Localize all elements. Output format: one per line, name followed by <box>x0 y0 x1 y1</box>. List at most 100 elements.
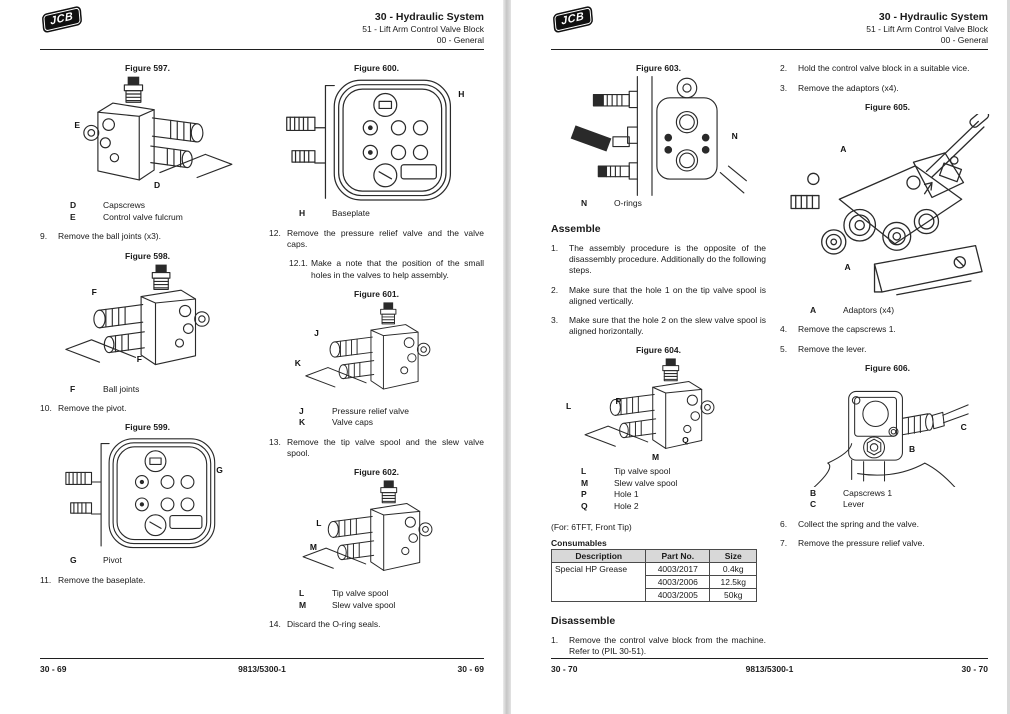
disassemble-step-5: 5. Remove the lever. <box>780 344 995 355</box>
key-description: Hole 2 <box>614 500 639 511</box>
footer-rule <box>551 658 988 659</box>
step-number: 12.1. <box>289 258 308 269</box>
section-heading-disassemble: Disassemble <box>551 615 616 628</box>
key-description: Adaptors (x4) <box>843 304 895 315</box>
table-cell-part: 4003/2005 <box>645 588 711 603</box>
figure-label: L <box>316 517 322 528</box>
step-text: Remove the pressure relief valve and the… <box>287 227 484 250</box>
header-rule <box>40 49 484 51</box>
key-letter: E <box>70 211 76 222</box>
figure-label: C <box>960 421 967 432</box>
step-text: Make sure that the hole 1 on the tip val… <box>569 284 766 306</box>
section-heading-assemble: Assemble <box>551 222 601 235</box>
figure-caption: Figure 604. <box>636 345 681 356</box>
figure-606-illustration: B C <box>780 375 995 487</box>
table-cell-size: 0.4kg <box>709 562 758 577</box>
step-text: Collect the spring and the valve. <box>798 518 919 529</box>
step-12-1: 12.1. Make a note that the position of t… <box>289 258 484 280</box>
step-number: 6. <box>780 518 788 529</box>
disassemble-step-3: 3. Remove the adaptors (x4). <box>780 83 995 94</box>
column-right: 2. Hold the control valve block in a sui… <box>780 59 995 665</box>
table-header-part-no: Part No. <box>645 549 711 564</box>
figure-600-illustration: H <box>269 75 484 207</box>
step-number: 2. <box>551 284 559 295</box>
key-letter: P <box>581 489 587 500</box>
key-letter: L <box>581 466 587 477</box>
page-header: JCB 30 - Hydraulic System 51 - Lift Arm … <box>40 0 484 51</box>
figure-label: M <box>309 541 317 552</box>
page-title: 30 - Hydraulic System <box>878 11 988 23</box>
step-number: 1. <box>551 635 559 646</box>
manual-page-left: JCB 30 - Hydraulic System 51 - Lift Arm … <box>0 0 503 714</box>
figure-caption: Figure 597. <box>125 63 170 74</box>
key-description: Hole 1 <box>614 489 639 500</box>
key-letter: H <box>299 208 306 219</box>
consumables-title: Consumables <box>551 538 607 549</box>
step-12: 12. Remove the pressure relief valve and… <box>269 228 484 250</box>
valve-drawing-icon <box>269 301 484 405</box>
key-letter: G <box>70 555 77 566</box>
footer-rule <box>40 658 484 659</box>
step-number: 3. <box>551 314 559 325</box>
figure-599-illustration: G <box>40 434 255 554</box>
key-description: Pressure relief valve <box>332 405 410 416</box>
step-number: 13. <box>269 436 281 447</box>
key-description: Slew valve spool <box>614 477 678 488</box>
step-text: Discard the O-ring seals. <box>287 619 381 630</box>
table-row: Special HP Grease 4003/2017 0.4kg <box>550 562 758 603</box>
step-9: 9. Remove the ball joints (x3). <box>40 231 255 242</box>
step-text: Remove the baseplate. <box>58 574 146 585</box>
key-letter: J <box>299 405 304 416</box>
step-number: 12. <box>269 227 281 238</box>
step-number: 9. <box>40 231 48 242</box>
footer-doc-number: 9813/5300-1 <box>745 664 794 674</box>
page-subtitle-general: 00 - General <box>436 34 484 45</box>
table-cell-description: Special HP Grease <box>550 562 647 603</box>
table-cell-part: 4003/2006 <box>645 575 711 590</box>
figure-605-illustration: A A <box>780 114 995 304</box>
figure-604-illustration: L P Q M <box>551 357 766 465</box>
assemble-step-1: 1. The assembly procedure is the opposit… <box>551 243 766 277</box>
figure-label: K <box>294 357 301 368</box>
page-subtitle-section: 51 - Lift Arm Control Valve Block <box>866 24 988 35</box>
key-letter: B <box>810 487 817 498</box>
step-text: Hold the control valve block in a suitab… <box>798 63 970 74</box>
key-description: Lever <box>843 499 865 510</box>
figure-label: Q <box>682 435 689 446</box>
figure-label: A <box>840 144 847 155</box>
key-description: Capscrews <box>103 200 146 211</box>
assemble-step-3: 3. Make sure that the hole 2 on the slew… <box>551 315 766 337</box>
step-text: Remove the tip valve spool and the slew … <box>287 436 484 458</box>
key-description: Valve caps <box>332 417 373 428</box>
disassemble-step-1: 1. Remove the control valve block from t… <box>551 635 766 657</box>
step-11: 11. Remove the baseplate. <box>40 575 255 586</box>
footer-page-number-left: 30 - 69 <box>40 664 67 674</box>
page-footer: 30 - 69 9813/5300-1 30 - 69 <box>40 658 484 674</box>
step-13: 13. Remove the tip valve spool and the s… <box>269 437 484 459</box>
page-gutter-divider <box>503 0 511 714</box>
step-text: Remove the adaptors (x4). <box>798 82 899 93</box>
figure-label: M <box>652 452 660 463</box>
key-description: Capscrews 1 <box>843 487 893 498</box>
table-header-size: Size <box>709 549 758 564</box>
figure-label: F <box>91 286 97 297</box>
page-title: 30 - Hydraulic System <box>374 11 484 23</box>
manual-page-right: JCB 30 - Hydraulic System 51 - Lift Arm … <box>511 0 1007 714</box>
key-description: O-rings <box>614 198 642 209</box>
figure-caption: Figure 599. <box>125 422 170 433</box>
table-cell-size: 50kg <box>709 588 758 603</box>
step-number: 4. <box>780 324 788 335</box>
step-text: Remove the pressure relief valve. <box>798 537 925 548</box>
figure-label: H <box>458 88 465 99</box>
key-description: Baseplate <box>332 208 370 219</box>
